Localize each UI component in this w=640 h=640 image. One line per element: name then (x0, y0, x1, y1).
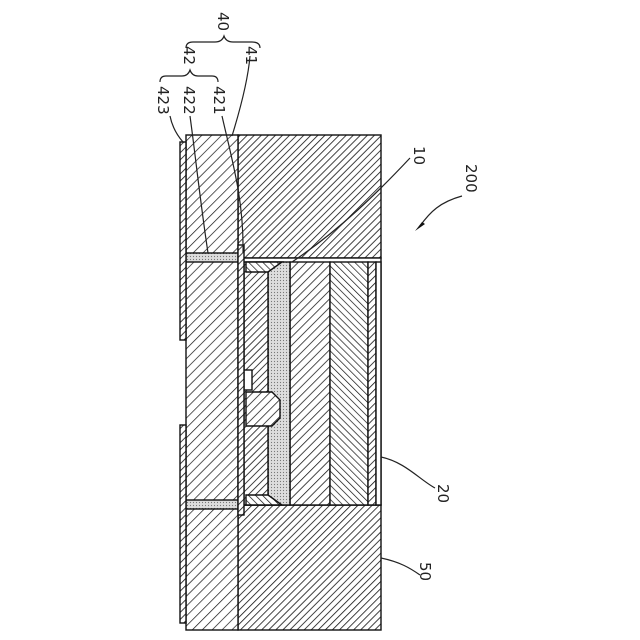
leader-50 (381, 558, 420, 575)
label-422: 422 (180, 86, 198, 115)
label-20: 20 (434, 484, 452, 503)
label-10: 10 (410, 146, 428, 165)
label-200: 200 (462, 164, 480, 193)
leader-423 (170, 116, 183, 142)
redistribution-layer-40 (186, 135, 244, 630)
label-50: 50 (416, 562, 434, 581)
brace-42 (160, 70, 218, 82)
label-41: 41 (242, 46, 260, 65)
arrow-200 (415, 222, 425, 231)
leader-41 (232, 56, 250, 136)
label-42: 42 (180, 46, 198, 65)
leader-20 (381, 457, 435, 488)
leader-200 (420, 196, 462, 226)
label-40: 40 (214, 12, 232, 31)
label-421: 421 (210, 86, 228, 115)
label-423: 423 (154, 86, 172, 115)
outer-terminals-423 (180, 142, 186, 623)
